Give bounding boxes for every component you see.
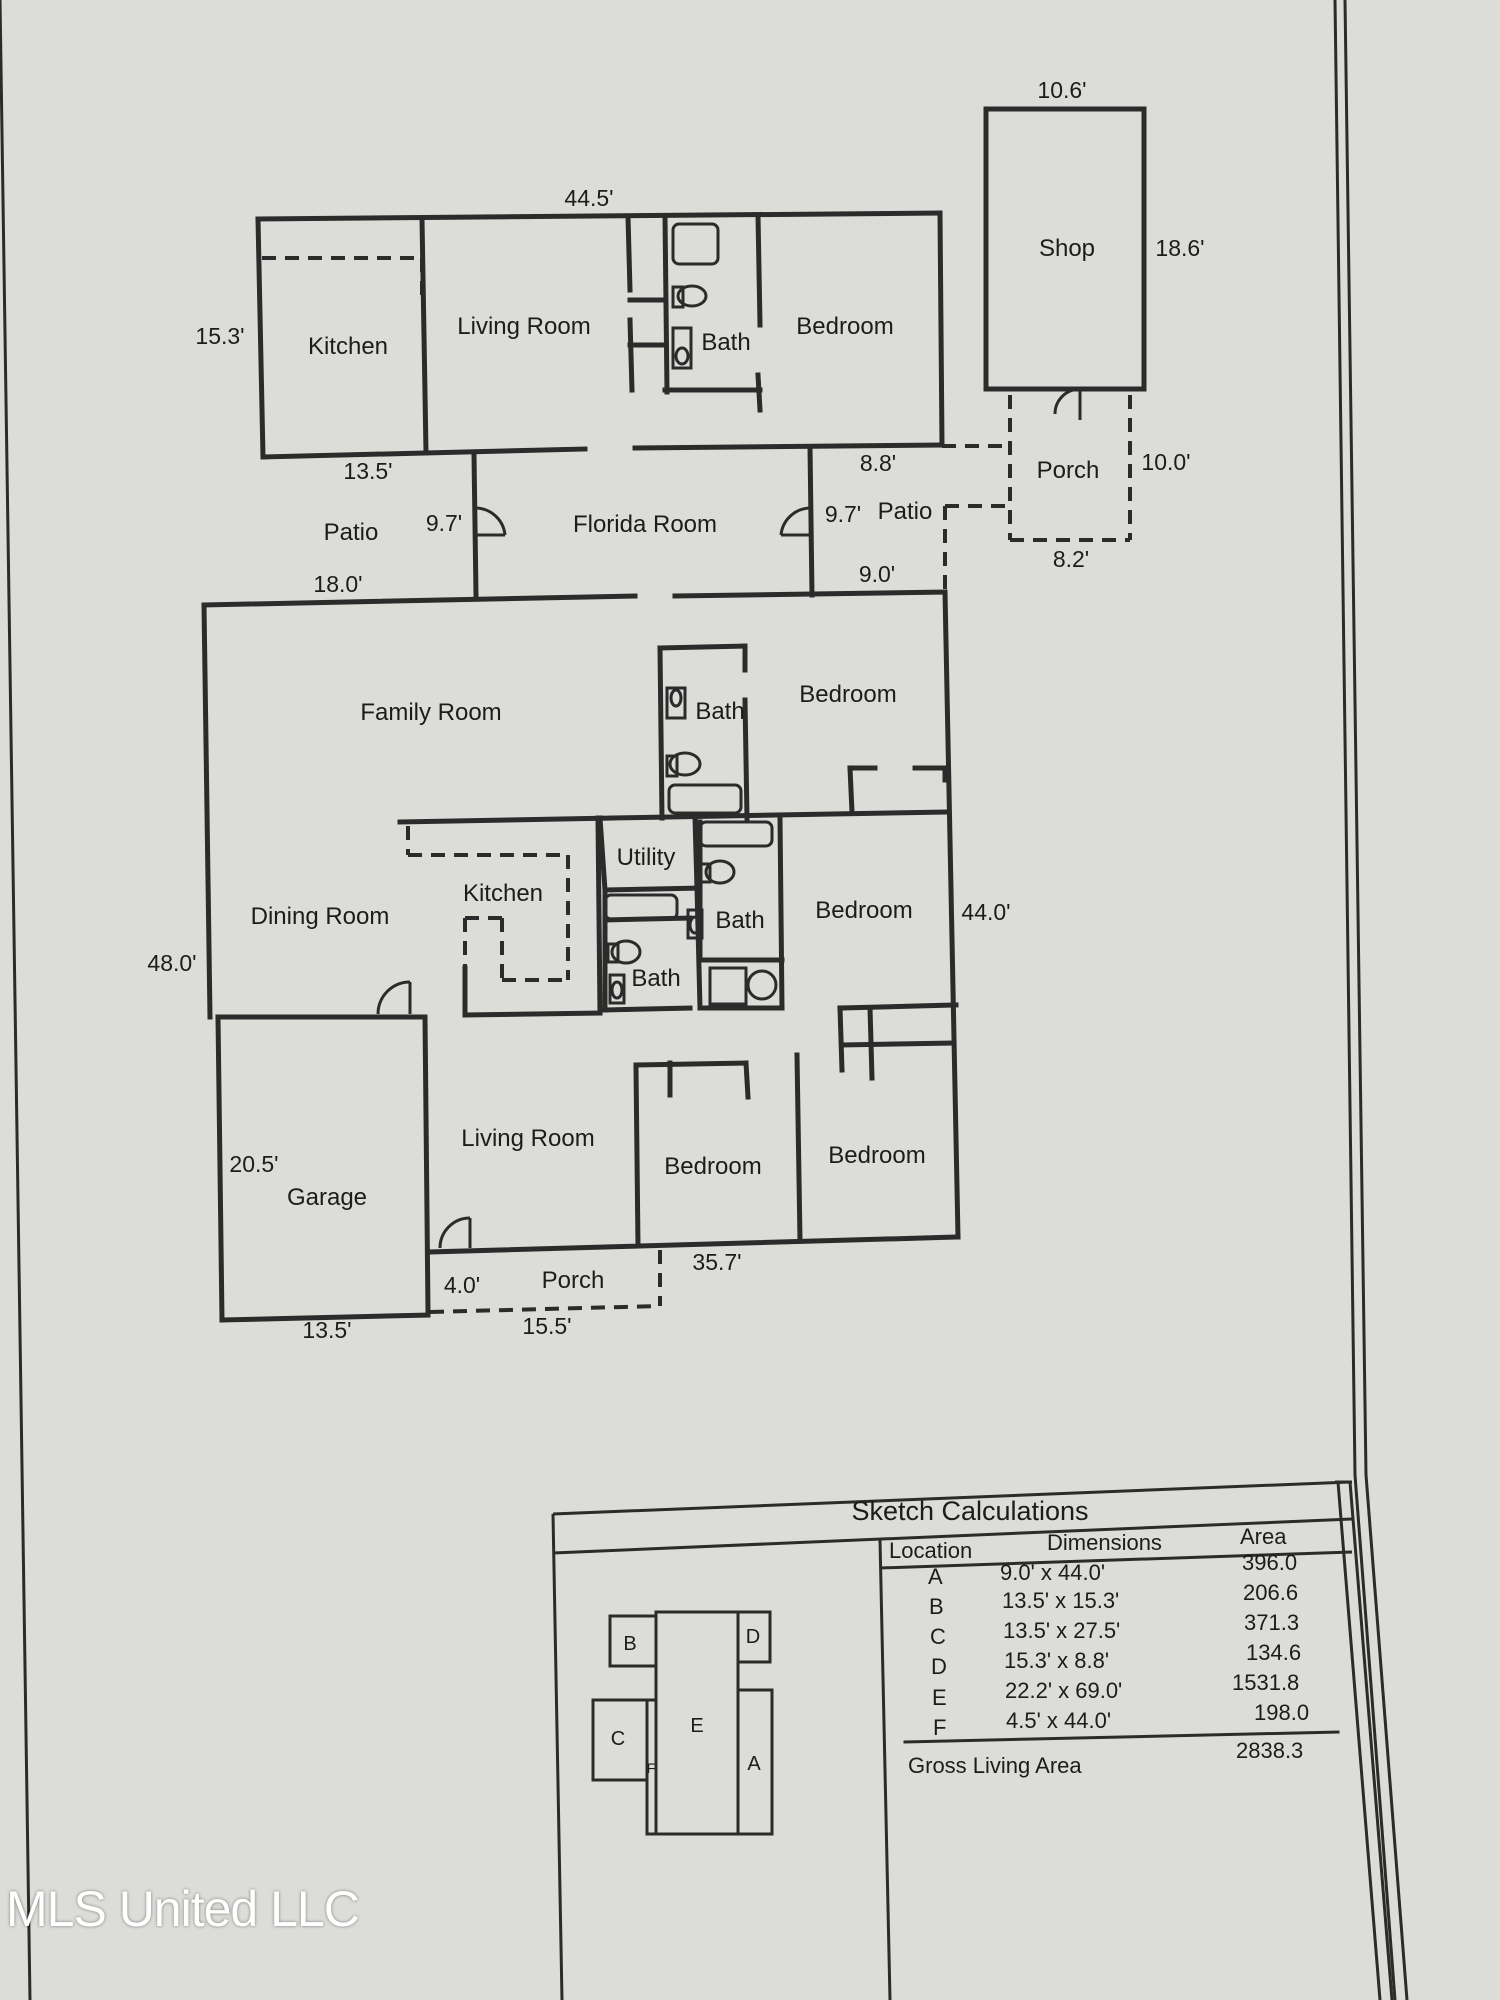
dim-44-0: 44.0'	[961, 899, 1010, 925]
room-porch-right: Porch	[1037, 457, 1100, 484]
mini-key-diagram: B D E C A F	[591, 1610, 774, 1836]
dim-8-8: 8.8'	[860, 450, 896, 476]
row-dimensions: 13.5' x 15.3'	[1002, 1588, 1119, 1613]
room-bath-d: Bath	[631, 965, 680, 992]
room-florida: Florida Room	[573, 511, 717, 538]
row-dimensions: 9.0' x 44.0'	[1000, 1560, 1105, 1585]
room-bedroom-44: Bedroom	[815, 897, 912, 924]
room-bedroom-mid: Bedroom	[799, 681, 896, 708]
mini-label-f: F	[647, 1760, 656, 1776]
dim-10-0: 10.0'	[1141, 449, 1190, 475]
dim-20-5: 20.5'	[229, 1151, 278, 1177]
mini-label-d: D	[746, 1626, 760, 1648]
main-building	[201, 589, 961, 1323]
dim-35-7: 35.7'	[692, 1249, 741, 1275]
dim-9-0: 9.0'	[859, 561, 895, 587]
calc-row: C 13.5' x 27.5' 371.3	[930, 1610, 1299, 1649]
gross-living-area-value: 2838.3	[1236, 1738, 1303, 1763]
dim-13-5-bottom: 13.5'	[302, 1317, 351, 1343]
page-border-line	[1333, 0, 1357, 1476]
room-bath-mid: Bath	[695, 698, 744, 725]
dim-9-7-right: 9.7'	[825, 501, 861, 527]
room-shop: Shop	[1039, 235, 1095, 262]
top-building	[255, 210, 945, 460]
room-living-main: Living Room	[461, 1125, 594, 1152]
room-living-top: Living Room	[457, 313, 590, 340]
row-area: 371.3	[1244, 1610, 1299, 1635]
row-location: B	[929, 1594, 944, 1619]
dim-15-3: 15.3'	[195, 323, 244, 349]
mini-label-e: E	[690, 1715, 703, 1737]
col-dimensions-header: Dimensions	[1047, 1530, 1162, 1555]
room-utility: Utility	[617, 844, 676, 871]
row-area: 206.6	[1243, 1580, 1298, 1605]
room-bath-c: Bath	[715, 907, 764, 934]
room-dining: Dining Room	[251, 903, 390, 930]
calc-row: F 4.5' x 44.0' 198.0	[933, 1700, 1309, 1740]
dim-4-0: 4.0'	[444, 1272, 480, 1298]
room-bedroom-b2: Bedroom	[828, 1142, 925, 1169]
mini-label-a: A	[747, 1753, 761, 1775]
watermark-text: MLS United LLC	[6, 1881, 360, 1937]
dim-9-7-left: 9.7'	[426, 510, 462, 536]
mini-label-c: C	[611, 1728, 625, 1750]
room-garage: Garage	[287, 1184, 367, 1211]
calc-row: D 15.3' x 8.8' 134.6	[931, 1640, 1301, 1679]
page-border-line	[0, 0, 32, 2000]
shop-building	[983, 106, 1147, 420]
mini-label-b: B	[623, 1633, 636, 1655]
dim-44-5: 44.5'	[564, 185, 613, 211]
dim-13-5-top: 13.5'	[343, 458, 392, 484]
room-bath-top: Bath	[701, 329, 750, 356]
room-bedroom-b1: Bedroom	[664, 1153, 761, 1180]
room-kitchen-main: Kitchen	[463, 880, 543, 907]
row-location: C	[930, 1624, 946, 1649]
room-labels: Kitchen Living Room Bath Bedroom Shop Po…	[251, 235, 1100, 1294]
row-location: A	[928, 1564, 943, 1589]
room-kitchen-top: Kitchen	[308, 333, 388, 360]
porch-right-outline	[942, 395, 1132, 590]
room-patio-left: Patio	[324, 519, 379, 546]
page-border-line	[1364, 1474, 1409, 2000]
sketch-calculations-table: Sketch Calculations Location Dimensions …	[551, 1480, 1394, 2000]
dim-48-0: 48.0'	[147, 950, 196, 976]
row-location: F	[933, 1715, 946, 1740]
row-location: E	[932, 1685, 947, 1710]
calc-title: Sketch Calculations	[851, 1496, 1088, 1526]
dimension-labels: 44.5' 15.3' 13.5' 10.6' 18.6' 8.8' 10.0'…	[147, 77, 1204, 1343]
row-location: D	[931, 1654, 947, 1679]
calc-row: B 13.5' x 15.3' 206.6	[929, 1580, 1298, 1619]
porch-front-outline	[429, 1250, 662, 1314]
dim-8-2: 8.2'	[1053, 546, 1089, 572]
row-area: 198.0	[1254, 1700, 1309, 1725]
col-location-header: Location	[889, 1538, 972, 1563]
row-dimensions: 4.5' x 44.0'	[1006, 1708, 1111, 1733]
room-porch-front: Porch	[542, 1267, 605, 1294]
row-area: 1531.8	[1232, 1670, 1299, 1695]
dim-10-6: 10.6'	[1037, 77, 1086, 103]
row-area: 134.6	[1246, 1640, 1301, 1665]
dim-15-5: 15.5'	[522, 1313, 571, 1339]
dim-18-6: 18.6'	[1155, 235, 1204, 261]
room-patio-right: Patio	[878, 498, 933, 525]
row-dimensions: 22.2' x 69.0'	[1005, 1678, 1122, 1703]
room-family: Family Room	[360, 699, 501, 726]
calc-row: E 22.2' x 69.0' 1531.8	[932, 1670, 1299, 1710]
page-border-line	[1353, 1474, 1397, 2000]
calc-row: A 9.0' x 44.0' 396.0	[928, 1550, 1297, 1589]
gross-living-area-label: Gross Living Area	[908, 1753, 1082, 1778]
row-area: 396.0	[1242, 1550, 1297, 1575]
col-area-header: Area	[1240, 1524, 1287, 1549]
row-dimensions: 13.5' x 27.5'	[1003, 1618, 1120, 1643]
page-border-line	[1343, 0, 1368, 1476]
room-bedroom-top: Bedroom	[796, 313, 893, 340]
dim-18-0: 18.0'	[313, 571, 362, 597]
row-dimensions: 15.3' x 8.8'	[1004, 1648, 1109, 1673]
florida-room-walls	[471, 444, 815, 598]
